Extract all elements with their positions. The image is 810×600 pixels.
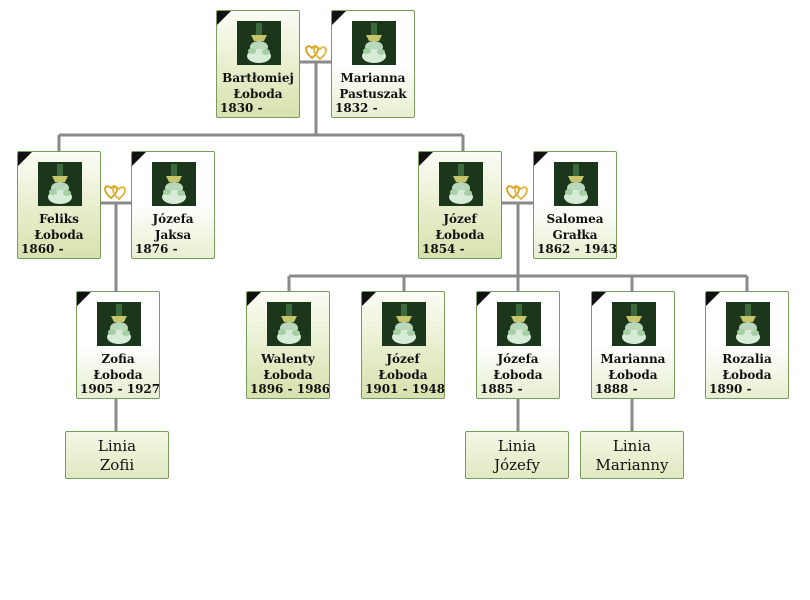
life-dates: 1832 - [335, 101, 378, 115]
mourning-ribbon-icon [706, 292, 720, 306]
portrait-photo-icon [612, 302, 656, 346]
first-name: Feliks [39, 212, 79, 226]
life-dates: 1885 - [480, 382, 523, 396]
last-name: Łoboda [378, 368, 428, 382]
mourning-ribbon-icon [217, 11, 231, 25]
wedding-hearts-icon [104, 185, 126, 200]
last-name: Łoboda [722, 368, 772, 382]
first-name: Józef [443, 212, 477, 226]
life-dates: 1905 - 1927 [80, 382, 160, 396]
last-name: Łoboda [233, 87, 283, 101]
last-name: Pastuszak [339, 87, 407, 101]
lineage-name: Marianny [595, 456, 669, 474]
lineage-link-jozefy[interactable]: Linia Józefy [465, 431, 569, 479]
mourning-ribbon-icon [477, 292, 491, 306]
first-name: Walenty [261, 352, 315, 366]
last-name: Łoboda [263, 368, 313, 382]
portrait-photo-icon [237, 21, 281, 65]
lineage-label: Linia [97, 437, 137, 455]
lineage-label: Linia [612, 437, 652, 455]
lineage-name: Józefy [494, 456, 540, 474]
life-dates: 1896 - 1986 [250, 382, 330, 396]
last-name: Łoboda [34, 228, 84, 242]
first-name: Józefa [152, 212, 194, 226]
life-dates: 1876 - [135, 242, 178, 256]
life-dates: 1890 - [709, 382, 752, 396]
mourning-ribbon-icon [247, 292, 261, 306]
first-name: Salomea [546, 212, 604, 226]
last-name: Grałka [552, 228, 598, 242]
last-name: Łoboda [608, 368, 658, 382]
lineage-label: Linia [497, 437, 537, 455]
mourning-ribbon-icon [18, 152, 32, 166]
last-name: Jaksa [154, 228, 192, 242]
portrait-photo-icon [97, 302, 141, 346]
portrait-photo-icon [152, 162, 196, 206]
mourning-ribbon-icon [592, 292, 606, 306]
lineage-link-marianny[interactable]: Linia Marianny [580, 431, 684, 479]
first-name: Zofia [101, 352, 135, 366]
life-dates: 1854 - [422, 242, 465, 256]
life-dates: 1901 - 1948 [365, 382, 445, 396]
portrait-photo-icon [382, 302, 426, 346]
life-dates: 1860 - [21, 242, 64, 256]
life-dates: 1830 - [220, 101, 263, 115]
wedding-hearts-icon [506, 185, 528, 200]
mourning-ribbon-icon [132, 152, 146, 166]
portrait-photo-icon [726, 302, 770, 346]
first-name: Marianna [600, 352, 666, 366]
last-name: Łoboda [493, 368, 543, 382]
portrait-photo-icon [439, 162, 483, 206]
life-dates: 1862 - 1943 [537, 242, 617, 256]
first-name: Bartłomiej [222, 71, 294, 85]
lineage-link-zofii[interactable]: Linia Zofii [65, 431, 169, 479]
life-dates: 1888 - [595, 382, 638, 396]
portrait-photo-icon [497, 302, 541, 346]
first-name: Marianna [340, 71, 406, 85]
first-name: Józefa [497, 352, 539, 366]
first-name: Józef [386, 352, 420, 366]
lineage-name: Zofii [99, 456, 135, 474]
last-name: Łoboda [93, 368, 143, 382]
portrait-photo-icon [267, 302, 311, 346]
mourning-ribbon-icon [77, 292, 91, 306]
mourning-ribbon-icon [534, 152, 548, 166]
last-name: Łoboda [435, 228, 485, 242]
portrait-photo-icon [38, 162, 82, 206]
mourning-ribbon-icon [362, 292, 376, 306]
portrait-photo-icon [554, 162, 598, 206]
mourning-ribbon-icon [419, 152, 433, 166]
portrait-photo-icon [352, 21, 396, 65]
first-name: Rozalia [722, 352, 772, 366]
wedding-hearts-icon [305, 45, 327, 60]
mourning-ribbon-icon [332, 11, 346, 25]
